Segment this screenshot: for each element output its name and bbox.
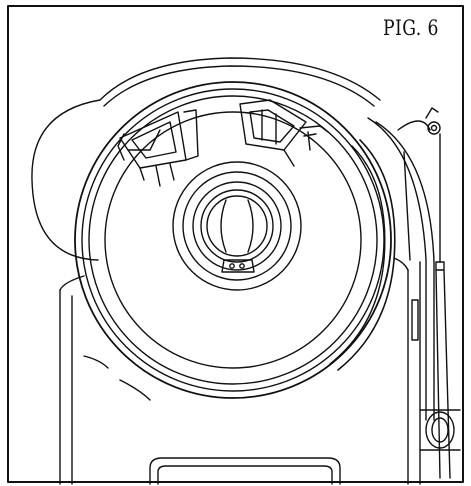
frame-border — [7, 5, 464, 483]
right-bracket — [239, 99, 329, 167]
left-lobe — [31, 57, 381, 261]
left-bracket — [117, 109, 199, 187]
hub — [172, 161, 302, 291]
figure-label: PIG. 6 — [383, 16, 439, 40]
main-drum — [74, 81, 396, 399]
side-rail — [367, 107, 461, 479]
lower-body — [59, 257, 421, 485]
